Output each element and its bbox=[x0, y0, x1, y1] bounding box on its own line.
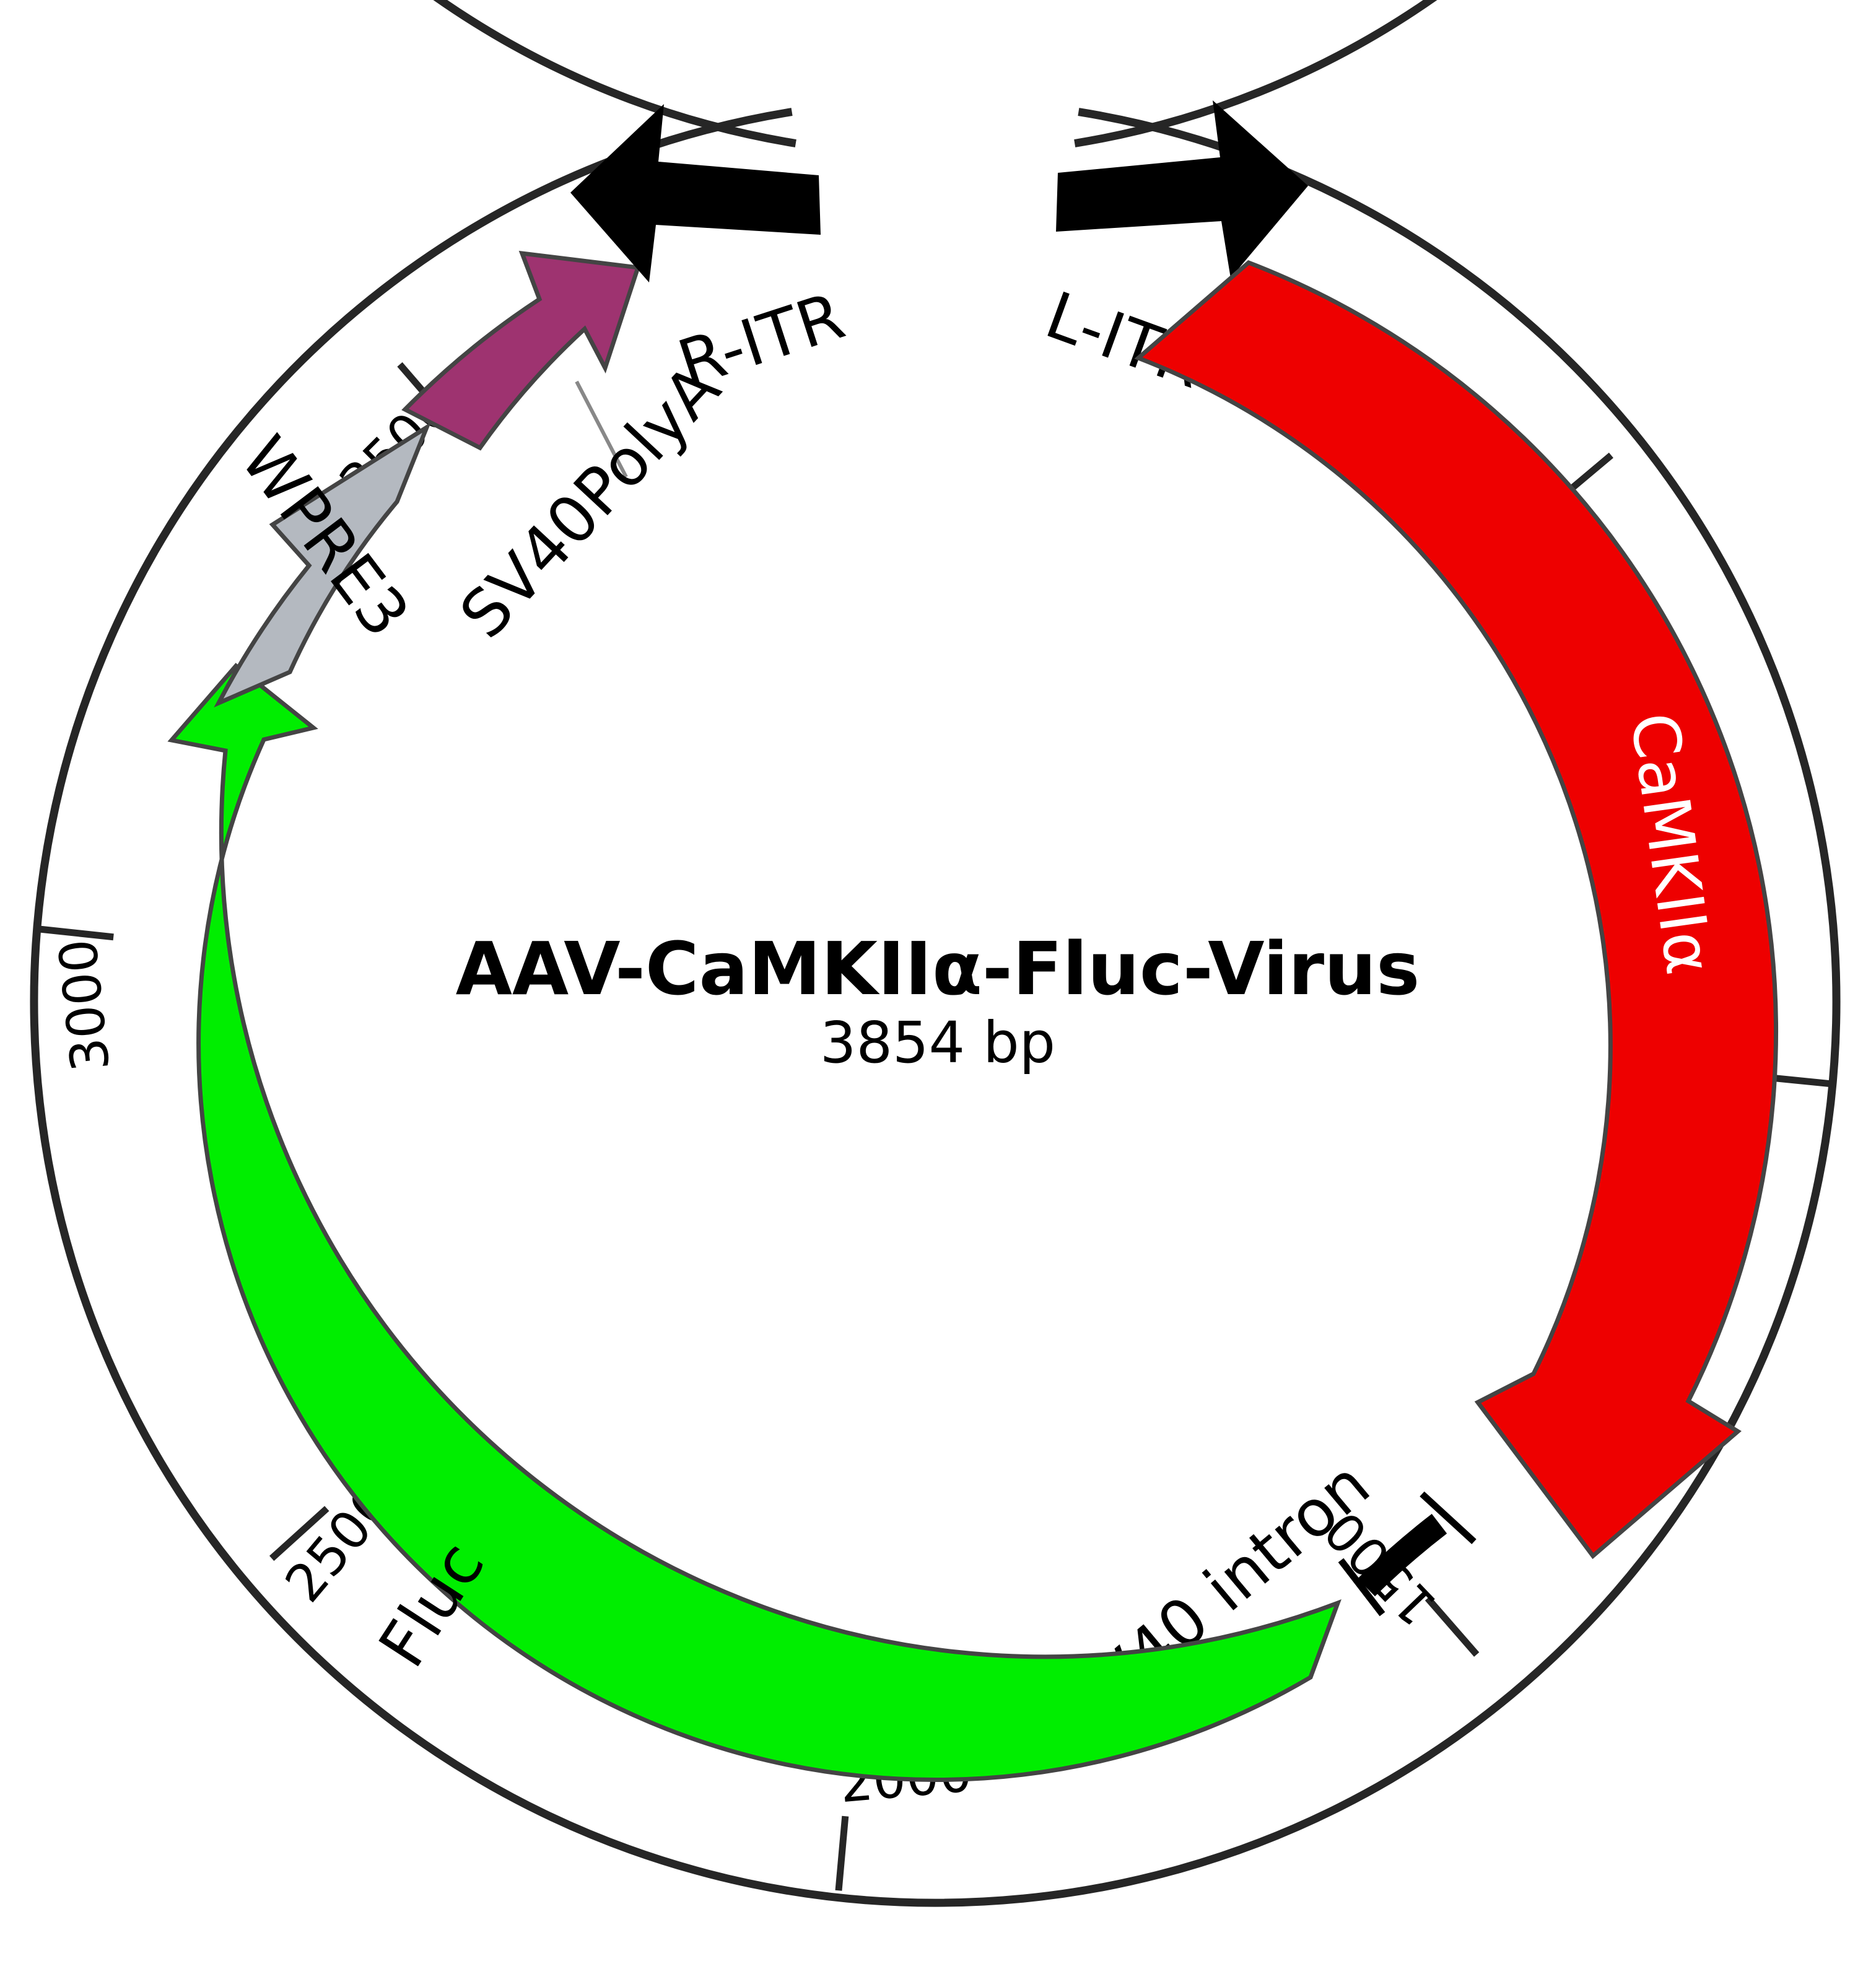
r-itr-label: R-ITR bbox=[670, 278, 853, 402]
center-title-block: AAV-CaMKIIα-Fluc-Virus 3854 bp bbox=[456, 926, 1420, 1076]
backbone bbox=[30, 0, 1841, 1907]
wpre3-arrow-shape[interactable] bbox=[214, 422, 432, 708]
sv40-intron-arc-shape[interactable] bbox=[1357, 1514, 1447, 1597]
feature-wpre3[interactable]: WPRE3 bbox=[214, 422, 432, 708]
map-title: AAV-CaMKIIα-Fluc-Virus bbox=[456, 926, 1420, 1011]
fluc-arrow-shape[interactable] bbox=[167, 663, 1342, 1782]
sv40-intron-start-cap bbox=[1338, 1558, 1385, 1617]
tick-mark-3000 bbox=[38, 925, 114, 941]
camkii-alpha-arrow-shape[interactable] bbox=[1134, 260, 1778, 1560]
sv40-intron-end-cap bbox=[1420, 1491, 1477, 1545]
l-itr-arrow-shape[interactable] bbox=[1056, 100, 1308, 278]
map-subtitle: 3854 bp bbox=[820, 1010, 1055, 1076]
tick-label-3000: 3000 bbox=[47, 937, 121, 1075]
feature-sv40-polya[interactable]: SV40PolyA bbox=[401, 250, 735, 653]
feature-r-itr[interactable]: R-ITR bbox=[570, 104, 853, 402]
feature-camkii-alpha[interactable]: CaMKIIα bbox=[1134, 260, 1778, 1560]
sv40-polya-arrow-shape[interactable] bbox=[401, 250, 641, 451]
sv40-polya-leader-line bbox=[575, 380, 628, 478]
r-itr-arrow-shape[interactable] bbox=[570, 104, 821, 282]
backbone-inner-arc bbox=[433, 0, 1438, 147]
tick-mark-2000 bbox=[835, 1815, 849, 1891]
tick-mark-2500 bbox=[269, 1506, 329, 1561]
tick-mark-1500 bbox=[1424, 1596, 1480, 1657]
backbone-outer-arc bbox=[30, 108, 1841, 1907]
